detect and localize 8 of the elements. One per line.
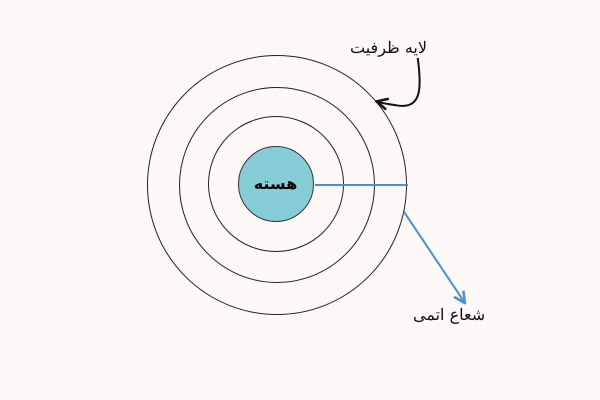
leader-arrow — [403, 211, 466, 304]
shell-circle — [178, 86, 374, 282]
callout-label: شعاع اتمی — [413, 305, 486, 324]
shell-circle — [147, 55, 407, 315]
nucleus-label: هسته — [254, 174, 298, 193]
leader-arrow — [375, 58, 421, 111]
shell-circle — [208, 116, 344, 252]
callout-label: لایه ظرفیت — [350, 38, 427, 57]
